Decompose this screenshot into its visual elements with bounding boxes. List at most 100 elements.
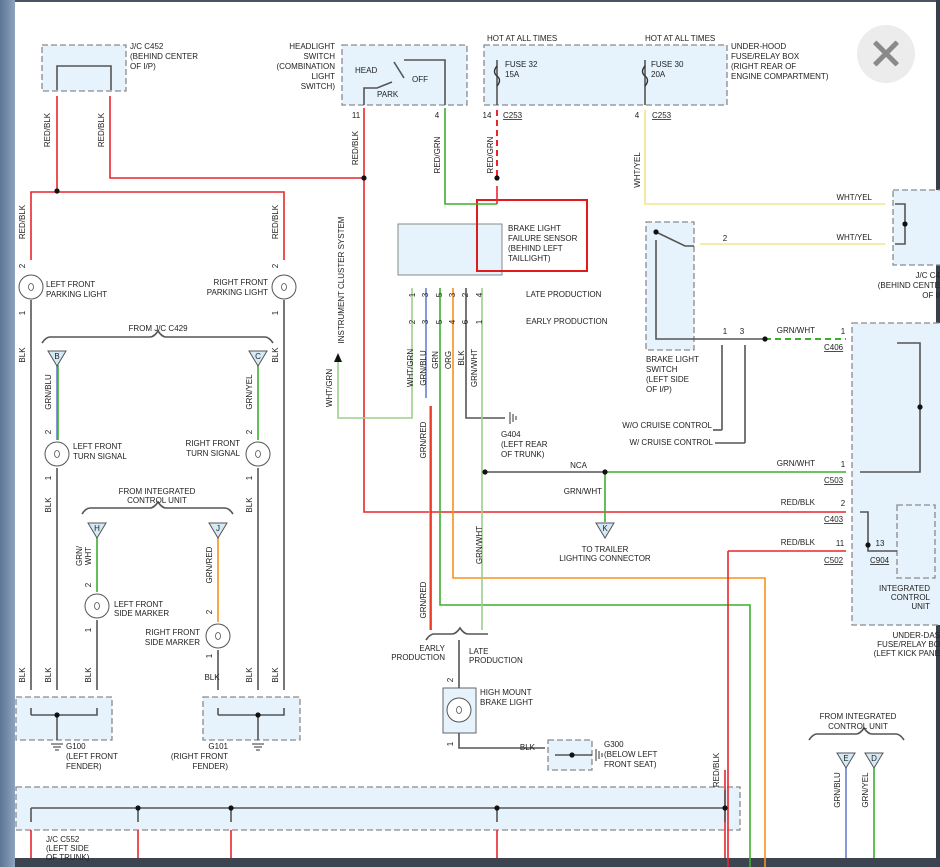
wire-color-label: RED/BLK <box>97 112 106 147</box>
wire-56 <box>655 231 694 247</box>
underhood-box-label: UNDER-HOOD <box>731 42 786 51</box>
integrated-control-unit-label: INTEGRATED <box>879 584 930 593</box>
highlight-rectangle <box>476 199 588 272</box>
wire-17 <box>644 110 885 205</box>
window-left-edge <box>0 0 15 867</box>
wire-color-label: RED/BLK <box>271 204 280 239</box>
jc-c552-label: (LEFT SIDE <box>46 844 89 853</box>
headlight-switch-label: LIGHT <box>311 72 335 81</box>
brake-sensor-label: (BEHIND LEFT <box>508 244 563 253</box>
pin-number: 1 <box>44 475 53 480</box>
right-front-parking-light-label: RIGHT FRONT <box>213 278 268 287</box>
early-production-label-2: EARLY <box>419 644 445 653</box>
fuse-30-icon <box>641 65 649 87</box>
wire-color-label: WHT/YEL <box>836 233 872 242</box>
g101-label: (RIGHT FRONT <box>171 752 228 761</box>
wire-color-label: WHT/GRN <box>406 349 415 387</box>
pin-number: 2 <box>18 263 27 268</box>
lamp-filament <box>94 602 100 610</box>
bottom-toolbar <box>15 858 940 867</box>
switch-position-park: PARK <box>377 90 399 99</box>
wire-color-label: GRN/RED <box>419 421 428 458</box>
wire-54 <box>30 790 726 822</box>
hot-at-all-times-label: HOT AT ALL TIMES <box>487 34 557 43</box>
switch-position-head: HEAD <box>355 66 377 75</box>
pin-number: 2 <box>84 582 93 587</box>
pin-number: 2 <box>44 429 53 434</box>
right-front-side-marker-label: SIDE MARKER <box>145 638 200 647</box>
right-front-turn-signal-icon <box>245 441 271 467</box>
wire-64 <box>808 726 905 741</box>
jc-c452-box <box>41 44 127 92</box>
pin-number: 1 <box>446 741 455 746</box>
hot-at-all-times-label: HOT AT ALL TIMES <box>645 34 715 43</box>
wire-color-label: GRN/WHT <box>564 487 602 496</box>
left-front-side-marker-icon <box>84 593 110 619</box>
wire-48 <box>393 61 405 79</box>
underdash-box-label: (LEFT KICK PANE <box>874 649 940 658</box>
wire-color-label: GRN/ <box>75 545 84 566</box>
wire-color-label: RED/BLK <box>18 204 27 239</box>
wire-color-label: BLK <box>44 667 53 683</box>
brake-light-failure-sensor-box <box>397 223 503 276</box>
g300-label: FRONT SEAT) <box>604 760 657 769</box>
right-front-turn-signal-label: RIGHT FRONT <box>185 439 240 448</box>
instrument-cluster-label: INSTRUMENT CLUSTER SYSTEM <box>337 216 346 343</box>
pin-number: 1 <box>723 327 728 336</box>
connector-triangle <box>836 752 856 769</box>
wire-color-label: GRN/YEL <box>861 772 870 808</box>
brake-sensor-label: FAILURE SENSOR <box>508 234 578 243</box>
lamp-filament <box>255 450 261 458</box>
wire-color-label: RED/GRN <box>433 136 442 173</box>
underhood-box-label: ENGINE COMPARTMENT) <box>731 72 829 81</box>
wire-61 <box>41 329 274 344</box>
wire-60 <box>860 511 897 552</box>
wire-color-label: RED/BLK <box>712 752 721 787</box>
wire-15 <box>444 108 497 205</box>
early-production-label: EARLY PRODUCTION <box>526 317 608 326</box>
connector-triangle <box>208 522 228 539</box>
splice-dot <box>722 805 728 811</box>
trailer-connector-label: TO TRAILER <box>582 545 629 554</box>
jc-c4-label: J/C C4 <box>916 271 940 280</box>
wire-57 <box>655 240 694 340</box>
g101-label: FENDER) <box>192 762 228 771</box>
close-button[interactable] <box>857 25 915 83</box>
pin-number: 14 <box>483 111 492 120</box>
pin-number: 4 <box>448 319 457 324</box>
g300-label: G300 <box>604 740 624 749</box>
lamp-filament <box>54 450 60 458</box>
late-production-label-2: LATE <box>469 647 488 656</box>
wire-color-label: BLK <box>271 667 280 683</box>
underdash-box-label: UNDER-DAS <box>892 631 940 640</box>
jc-c452-label: (BEHIND CENTER <box>130 52 198 61</box>
g404-label: (LEFT REAR <box>501 440 548 449</box>
wire-color-label: WHT/YEL <box>836 193 872 202</box>
underdash-fuse-box <box>851 322 940 626</box>
splice-dot <box>653 229 659 235</box>
pin-number: 1 <box>205 653 214 658</box>
connector-triangle <box>248 350 268 367</box>
wire-2 <box>30 191 285 260</box>
fuse-32-label: 15A <box>505 70 520 79</box>
from-icu-label-2: FROM INTEGRATED <box>820 712 897 721</box>
ground-icon <box>252 743 264 751</box>
connector-letter: J <box>216 524 220 533</box>
arrow-up-icon <box>334 353 342 362</box>
wire-color-label: RED/BLK <box>43 112 52 147</box>
connector-letter: C <box>255 352 261 361</box>
brake-light-switch-label: SWITCH <box>646 365 678 374</box>
pin-number: 3 <box>421 292 430 297</box>
high-mount-brake-light-icon <box>446 697 472 723</box>
pin-number: 3 <box>448 292 457 297</box>
wire-53 <box>217 708 285 740</box>
headlight-switch-label: SWITCH <box>303 52 335 61</box>
left-front-turn-signal-label: TURN SIGNAL <box>73 452 127 461</box>
wire-color-label: GRN/YEL <box>245 374 254 410</box>
pin-number: 5 <box>435 292 444 297</box>
connector-letter: H <box>94 524 100 533</box>
pin-number: 5 <box>435 319 444 324</box>
right-front-parking-light-icon <box>271 274 297 300</box>
g100-box <box>15 696 113 741</box>
headlight-switch-box <box>341 44 468 106</box>
